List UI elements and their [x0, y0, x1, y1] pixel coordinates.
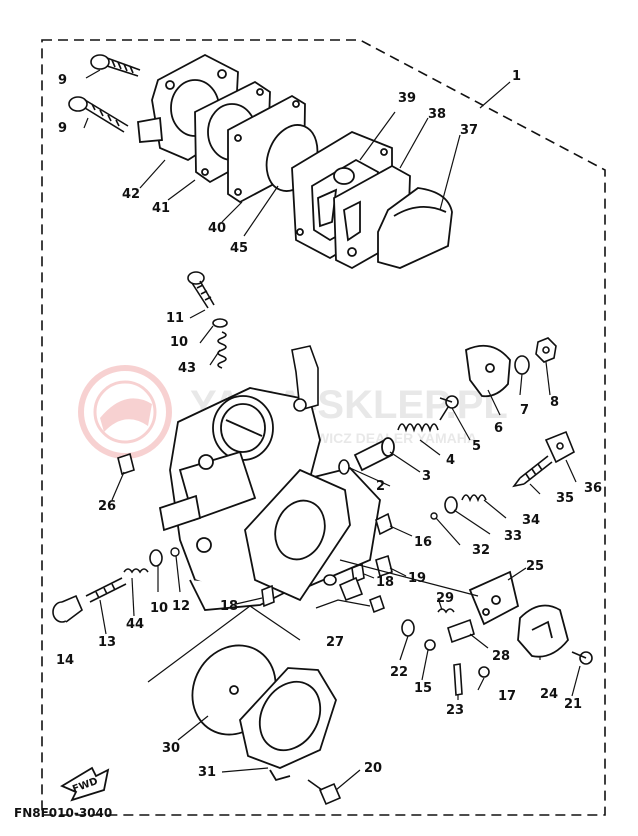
plate-24	[517, 604, 569, 658]
shaft-3	[353, 437, 395, 472]
cap-14	[52, 594, 83, 623]
label-3: 3	[422, 469, 431, 484]
spring-43	[217, 331, 227, 369]
washer-7	[514, 355, 530, 375]
label-11: 11	[166, 311, 184, 326]
label-35: 35	[556, 491, 574, 506]
cover-31	[239, 667, 337, 782]
label-41: 41	[152, 201, 170, 216]
throttle-cam-6	[465, 344, 511, 398]
label-18-upper: 18	[376, 575, 394, 590]
label-33: 33	[504, 529, 522, 544]
label-17: 17	[498, 689, 516, 704]
label-27: 27	[326, 635, 344, 650]
label-6: 6	[494, 421, 503, 436]
label-31: 31	[198, 765, 216, 780]
oring-12	[170, 547, 180, 557]
pilot-jet-27	[338, 576, 385, 614]
washer-22	[401, 619, 415, 637]
label-12: 12	[172, 599, 190, 614]
fitting-36	[544, 430, 576, 464]
label-5: 5	[472, 439, 481, 454]
label-9-upper: 9	[58, 73, 67, 88]
label-40: 40	[208, 221, 226, 236]
label-38: 38	[428, 107, 446, 122]
label-34: 34	[522, 513, 540, 528]
label-18-lower: 18	[220, 599, 238, 614]
label-22: 22	[390, 665, 408, 680]
label-10-lower: 10	[150, 601, 168, 616]
label-1: 1	[512, 69, 521, 84]
label-2: 2	[376, 479, 385, 494]
label-20: 20	[364, 761, 382, 776]
screw-15	[424, 639, 436, 651]
lever-28	[447, 618, 475, 644]
washer-10-lower	[149, 549, 163, 567]
screw-18-lower	[261, 584, 275, 608]
label-39: 39	[398, 91, 416, 106]
leader-lines	[83, 69, 581, 791]
float-cover-plate	[244, 468, 351, 602]
screw-20	[307, 779, 342, 806]
oring-27a	[323, 574, 337, 586]
washer-33	[444, 496, 458, 514]
plug-16	[375, 512, 393, 536]
label-7: 7	[520, 403, 529, 418]
label-29: 29	[436, 591, 454, 606]
screw-9-upper	[90, 54, 141, 77]
oring-32	[430, 512, 438, 520]
label-25: 25	[526, 559, 544, 574]
watermark-logo-icon	[78, 365, 172, 459]
screw-21	[571, 651, 593, 665]
figure-code: FN8F010-3040	[14, 806, 113, 820]
screw-17	[478, 666, 490, 678]
label-26: 26	[98, 499, 116, 514]
adjust-screw-13	[85, 577, 127, 603]
fwd-arrow-icon: FWD	[60, 766, 110, 802]
screw-11	[187, 271, 215, 309]
screw-9-lower	[68, 96, 129, 133]
label-45: 45	[230, 241, 248, 256]
label-8: 8	[550, 395, 559, 410]
fitting-26	[117, 452, 135, 476]
label-28: 28	[492, 649, 510, 664]
needle-valve-35	[512, 455, 553, 488]
washer-10-upper	[212, 318, 228, 328]
washer-2	[338, 459, 350, 475]
label-10-upper: 10	[170, 335, 188, 350]
nut-8	[535, 337, 557, 363]
label-42: 42	[122, 187, 140, 202]
label-14: 14	[56, 653, 74, 668]
label-19: 19	[408, 571, 426, 586]
part-labels: 1 2 3 4 5 6 7 8 9 9 10 10 11 12 13 14 15…	[56, 69, 602, 780]
label-4: 4	[446, 453, 455, 468]
label-24: 24	[540, 687, 558, 702]
throttle-lever-bracket	[291, 345, 319, 412]
label-36: 36	[584, 481, 602, 496]
spring-44	[123, 568, 149, 574]
label-32: 32	[472, 543, 490, 558]
label-15: 15	[414, 681, 432, 696]
label-30: 30	[162, 741, 180, 756]
label-13: 13	[98, 635, 116, 650]
bracket-25	[468, 570, 520, 626]
pin-23	[453, 663, 463, 696]
spring-29	[437, 608, 455, 614]
cover-37	[377, 187, 453, 269]
label-23: 23	[446, 703, 464, 718]
label-16: 16	[414, 535, 432, 550]
label-44: 44	[126, 617, 144, 632]
label-21: 21	[564, 697, 582, 712]
assembly-boundary	[41, 39, 606, 816]
label-37: 37	[460, 123, 478, 138]
label-9-lower: 9	[58, 121, 67, 136]
spring-34	[461, 494, 487, 503]
label-43: 43	[178, 361, 196, 376]
